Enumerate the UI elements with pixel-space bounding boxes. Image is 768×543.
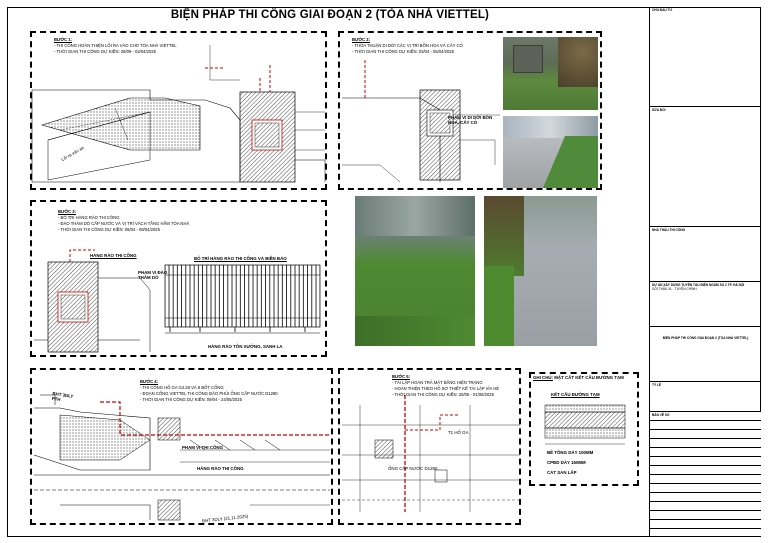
tb-scale: TỶ LỆ — [650, 382, 761, 412]
tb-revision: SỬA ĐỔI — [650, 107, 761, 227]
step5-tag-label: T1 HỐ GA — [448, 430, 469, 435]
fence-note-label: HÀNG RÀO TÔN XƯỞNG, SANH LA — [208, 344, 283, 349]
road-structure-section — [544, 404, 626, 445]
electric-box — [513, 45, 543, 73]
legend-heading: GHI CHÚ: MẶT CẮT KẾT CẤU ĐƯỜNG TẠM — [533, 375, 624, 380]
step3-section — [34, 249, 321, 353]
tb-scale-label: TỶ LỆ — [652, 383, 662, 387]
step4-line1: - THI CÔNG HỐ GA G4.28 VÀ 8 BỐT CỐNG — [140, 385, 224, 390]
lawn — [355, 316, 475, 346]
legend-line3: CÁT SAN LẤP — [547, 470, 577, 475]
tb-sheet: BẢN VẼ SỐ — [650, 412, 761, 536]
step3-panel: BƯỚC 3: - BỐ TRÍ HÀNG RÀO THI CÔNG - ĐÀO… — [30, 200, 327, 357]
step5-line3: - THỜI GIAN THI CÔNG DỰ KIẾN: 25/05 - 01… — [392, 392, 494, 397]
tb-drawing-label: BIỆN PHÁP THI CÔNG GIAI ĐOẠN 2 (TÒA NHÀ … — [662, 336, 749, 340]
fence-layout-label: BỐ TRÍ HÀNG RÀO THI CÔNG VÀ BIỂN BÁO — [194, 256, 287, 261]
fence-label-2: HÀNG RÀO THI CÔNG — [197, 466, 244, 471]
drawing-frame — [7, 7, 761, 537]
step2-section — [342, 60, 500, 183]
step2-heading: BƯỚC 2: — [352, 37, 370, 42]
tree-trunk — [558, 37, 598, 87]
photo-planter-top — [503, 37, 598, 110]
step4-panel: BƯỚC 4: - THI CÔNG HỐ GA G4.28 VÀ 8 BỐT … — [30, 368, 333, 525]
tb-owner-label: CHỦ ĐẦU TƯ — [652, 8, 673, 12]
step4-heading: BƯỚC 4: — [140, 379, 158, 384]
step1-line1: - THI CÔNG HOÀN THIỆN LỐI RA VÀO CHO TÒA… — [54, 43, 177, 48]
step1-panel: BƯỚC 1: - THI CÔNG HOÀN THIỆN LỐI RA VÀO… — [30, 31, 327, 190]
slope-label: Lối ra vào xe — [60, 145, 85, 162]
step4-line2: - ĐOẠN CỐNG VIETTEL THI CÔNG ĐÀO PHỦI ỐN… — [140, 391, 278, 396]
drawing-title: BIỆN PHÁP THI CÔNG GIAI ĐOẠN 2 (TÒA NHÀ … — [170, 9, 490, 21]
step1-heading: BƯỚC 1: — [54, 37, 72, 42]
photo-lawn-left — [355, 196, 475, 346]
step4-line3: - THỜI GIAN THI CÔNG DỰ KIẾN: 09/04 - 24… — [140, 397, 242, 402]
relocate-range-label: PHẠM VI DI DỜI BỒN HOA, CÂY CỎ — [448, 115, 493, 125]
legend-line2: CPĐD DÀY 150MM — [547, 460, 586, 465]
dig-range-label: PHẠM VI ĐÀO THĂM DÒ — [138, 270, 168, 280]
tb-drawing: BIỆN PHÁP THI CÔNG GIAI ĐOẠN 2 (TÒA NHÀ … — [650, 327, 761, 382]
legend-subtitle: MẶT CẮT KẾT CẤU ĐƯỜNG TẠM — [554, 375, 624, 380]
step5-line2: - HOÀN THIỆN THEO HỒ SƠ THIẾT KẾ TÁI LẬP… — [392, 386, 500, 391]
tree-base — [484, 196, 524, 276]
step4-section — [33, 394, 330, 521]
legend-panel: KẾT CẤU ĐƯỜNG TẠM BÊ TÔNG DÀY 100MM CPĐD… — [529, 372, 639, 486]
building-facade — [503, 116, 598, 138]
planter-strip — [484, 266, 514, 346]
tb-sheet-label: BẢN VẼ SỐ — [652, 413, 670, 417]
step5-line1: - TÁI LẬP HOÀN TRẢ MẶT BẰNG HIỆN TRẠNG — [392, 380, 483, 385]
photo-lawn-right — [484, 196, 597, 346]
step1-line2: - THỜI GIAN THI CÔNG DỰ KIẾN: 28/09 - 02… — [54, 49, 156, 54]
step1-section — [31, 45, 326, 183]
photo-sidewalk — [503, 116, 598, 188]
tb-project-label: DỰ ÁN XÂY DỰNG TUYẾN TÀU ĐIỆN NGẦM SỐ 2 … — [652, 283, 745, 287]
step2-line1: - THỎA THUẬN DI DỜI CÁC VỊ TRÍ BỒN HOA V… — [352, 43, 463, 48]
step5-pipe-label: ỐNG CẤP NƯỚC D1280 — [388, 466, 438, 471]
tb-project: DỰ ÁN XÂY DỰNG TUYẾN TÀU ĐIỆN NGẦM SỐ 2 … — [650, 282, 761, 327]
step3-heading: BƯỚC 3: — [58, 209, 76, 214]
step5-section — [342, 395, 520, 512]
step2-line2: - THỜI GIAN THI CÔNG DỰ KIẾN: 03/04 - 05… — [352, 49, 454, 54]
legend-line1: BÊ TÔNG DÀY 100MM — [547, 450, 594, 455]
step5-heading: BƯỚC 5: — [392, 374, 410, 379]
legend-title: KẾT CẤU ĐƯỜNG TẠM — [551, 392, 600, 397]
tb-package-label: GÓI THẦU XL - TUYẾN CHÍNH — [652, 287, 697, 291]
step3-line1: - BỐ TRÍ HÀNG RÀO THI CÔNG — [58, 215, 120, 220]
title-block: CHỦ ĐẦU TƯ SỬA ĐỔI NHÀ THẦU THI CÔNG DỰ … — [649, 7, 761, 537]
tb-revision-label: SỬA ĐỔI — [652, 108, 666, 112]
fence-label: HÀNG RÀO THI CÔNG — [90, 253, 137, 258]
tb-contractor: NHÀ THẦU THI CÔNG — [650, 227, 761, 282]
step5-panel: BƯỚC 5: - TÁI LẬP HOÀN TRẢ MẶT BẰNG HIỆN… — [338, 368, 521, 525]
tb-owner: CHỦ ĐẦU TƯ — [650, 7, 761, 107]
grass-strip — [543, 136, 598, 188]
tb-contractor-label: NHÀ THẦU THI CÔNG — [652, 228, 686, 232]
legend-head: GHI CHÚ: — [533, 375, 554, 380]
scope-label: PHẠM VI THI CÔNG — [182, 445, 223, 450]
step3-line2: - ĐÀO THĂM DÒ CẤP NƯỚC VÀ VỊ TRÍ VÁCH TẦ… — [58, 221, 190, 226]
bottom-note-label: BHT 3DLY (21.11.2025) — [201, 513, 249, 524]
step3-line3: - THỜI GIAN THI CÔNG DỰ KIẾN: 06/04 - 08… — [58, 227, 160, 232]
background-trees — [355, 196, 475, 236]
step2-panel: BƯỚC 2: - THỎA THUẬN DI DỜI CÁC VỊ TRÍ B… — [338, 31, 602, 190]
pipe-label: BHT 3DLY PTH — [51, 390, 74, 403]
